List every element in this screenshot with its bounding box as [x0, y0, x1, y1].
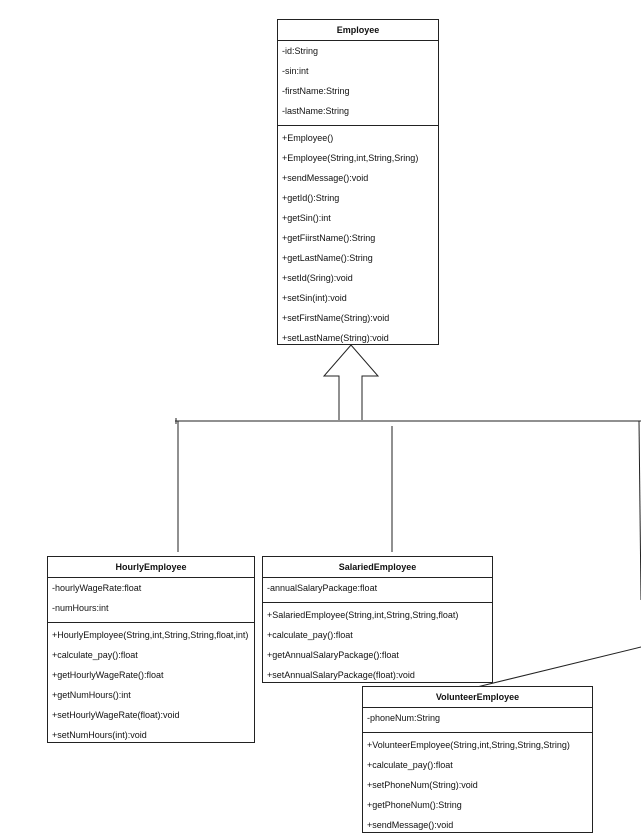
methods-section: +VolunteerEmployee(String,int,String,Str…: [363, 732, 592, 839]
method: +getNumHours():int: [52, 690, 131, 700]
attribute: -annualSalaryPackage:float: [267, 583, 378, 593]
salaried-employee-class-box: SalariedEmployee -annualSalaryPackage:fl…: [262, 556, 493, 683]
method: +VolunteerEmployee(String,int,String,Str…: [367, 740, 570, 750]
attribute: -phoneNum:String: [367, 713, 441, 723]
attributes-section: -id:String -sin:int -firstName:String -l…: [278, 41, 438, 125]
method: +calculate_pay():float: [367, 760, 453, 770]
attribute: -firstName:String: [282, 86, 350, 96]
method: +setPhoneNum(String):void: [367, 780, 478, 790]
generalization-arrowhead: [322, 344, 380, 420]
method: +getHourlyWageRate():float: [52, 670, 164, 680]
method: +getLastName():String: [282, 253, 373, 263]
attributes-section: -annualSalaryPackage:float: [263, 578, 492, 602]
method: +setAnnualSalaryPackage(float):void: [267, 670, 415, 680]
methods-section: +Employee() +Employee(String,int,String,…: [278, 125, 438, 352]
hourly-employee-class-box: HourlyEmployee -hourlyWageRate:float -nu…: [47, 556, 255, 743]
attributes-section: -hourlyWageRate:float -numHours:int: [48, 578, 254, 622]
method: +Employee(String,int,String,Sring): [282, 153, 419, 163]
method: +calculate_pay():float: [267, 630, 353, 640]
volunteer-connector-diagonal: [476, 646, 641, 688]
attributes-section: -phoneNum:String: [363, 708, 592, 732]
attribute: -id:String: [282, 46, 319, 56]
method: +getId():String: [282, 193, 340, 203]
class-name: VolunteerEmployee: [363, 687, 592, 708]
class-name: Employee: [278, 20, 438, 41]
method: +setLastName(String):void: [282, 333, 389, 343]
method: +getFiirstName():String: [282, 233, 376, 243]
method: +setSin(int):void: [282, 293, 347, 303]
volunteer-employee-class-box: VolunteerEmployee -phoneNum:String +Volu…: [362, 686, 593, 833]
employee-class-box: Employee -id:String -sin:int -firstName:…: [277, 19, 439, 345]
method: +sendMessage():void: [367, 820, 454, 830]
class-name: HourlyEmployee: [48, 557, 254, 578]
method: +setNumHours(int):void: [52, 730, 147, 740]
method: +setFirstName(String):void: [282, 313, 390, 323]
method: +sendMessage():void: [282, 173, 369, 183]
method: +Employee(): [282, 133, 334, 143]
method: +getSin():int: [282, 213, 331, 223]
method: +setId(Sring):void: [282, 273, 353, 283]
attribute: -sin:int: [282, 66, 309, 76]
method: +SalariedEmployee(String,int,String,Stri…: [267, 610, 459, 620]
method: +HourlyEmployee(String,int,String,String…: [52, 630, 249, 640]
method: +setHourlyWageRate(float):void: [52, 710, 180, 720]
methods-section: +SalariedEmployee(String,int,String,Stri…: [263, 602, 492, 689]
attribute: -numHours:int: [52, 603, 109, 613]
method: +calculate_pay():float: [52, 650, 138, 660]
method: +getAnnualSalaryPackage():float: [267, 650, 399, 660]
class-name: SalariedEmployee: [263, 557, 492, 578]
attribute: -hourlyWageRate:float: [52, 583, 142, 593]
method: +getPhoneNum():String: [367, 800, 462, 810]
attribute: -lastName:String: [282, 106, 350, 116]
methods-section: +HourlyEmployee(String,int,String,String…: [48, 622, 254, 749]
